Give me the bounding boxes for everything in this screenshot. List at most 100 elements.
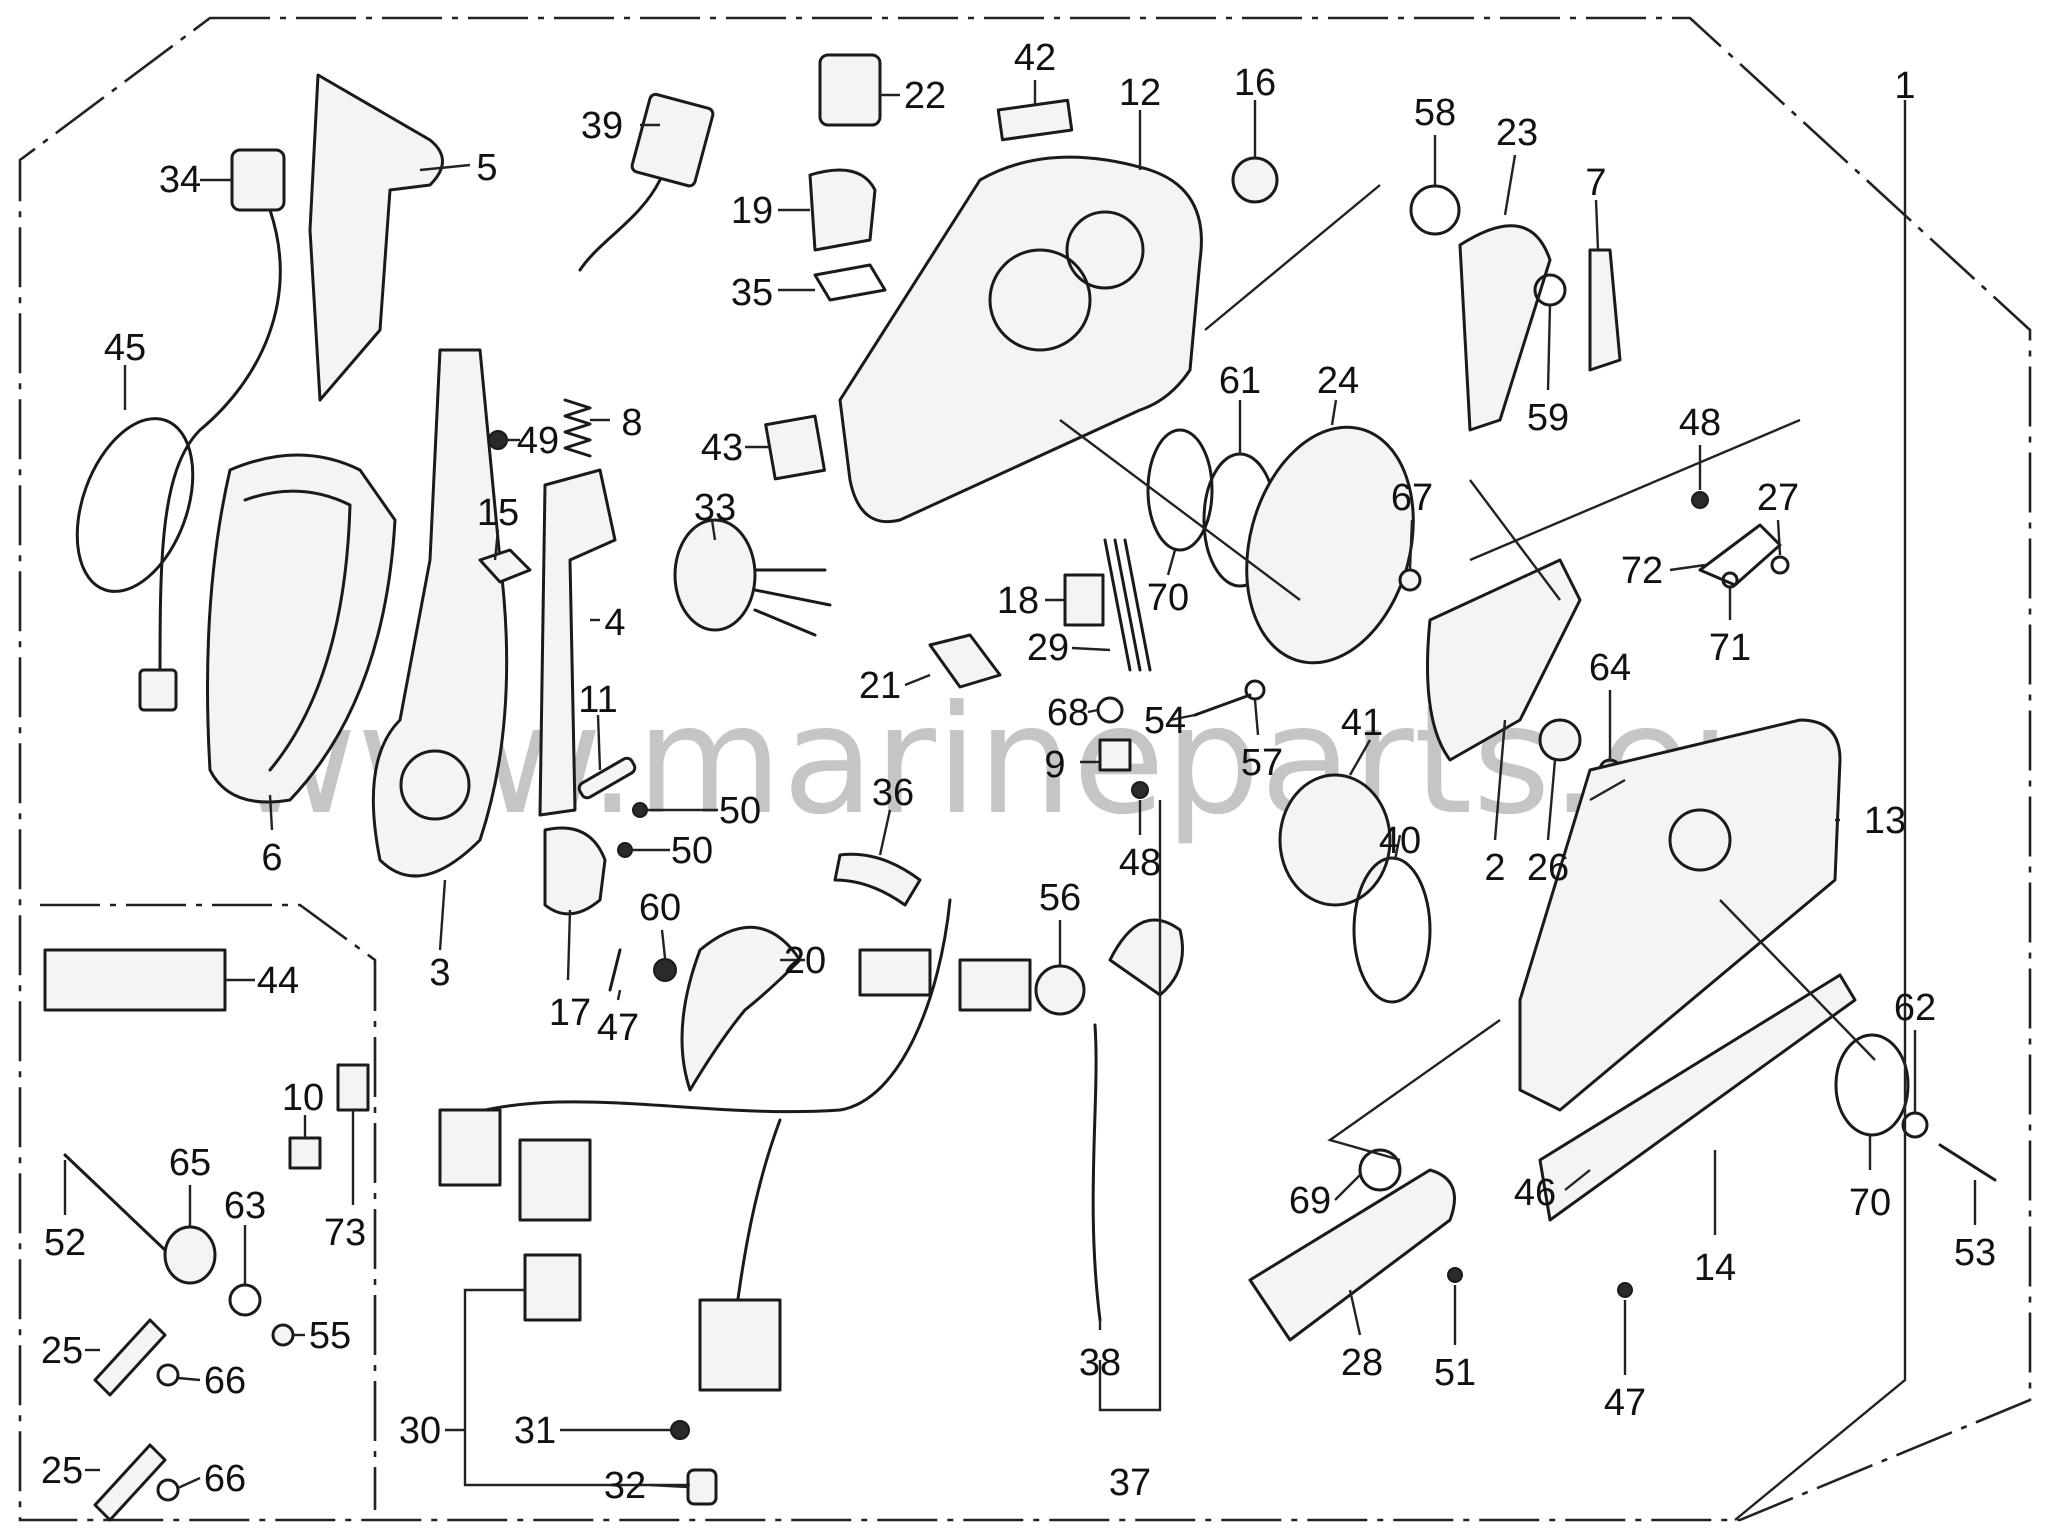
callout-32: 32 (604, 1465, 646, 1507)
callout-33: 33 (694, 487, 736, 529)
lock-unit-17 (543, 826, 607, 916)
callout-29: 29 (1027, 627, 1069, 669)
lever-arm-28 (1248, 1168, 1456, 1342)
gear-24 (1245, 425, 1415, 665)
leader-67 (1408, 519, 1414, 571)
clip-27 (1770, 555, 1790, 575)
callout-48-a: 48 (1119, 842, 1161, 884)
callout-56: 56 (1039, 877, 1081, 919)
assembly-frame (18, 16, 2032, 1522)
manual-44 (43, 948, 227, 1012)
callout-21: 21 (859, 665, 901, 707)
clip-15 (478, 548, 532, 584)
main-case-12-boss-b (1065, 210, 1145, 290)
kill-switch-37 (1108, 918, 1184, 997)
bolt-52 (63, 1153, 167, 1252)
callout-70-a: 70 (1147, 577, 1189, 619)
switch-34-connector (138, 668, 178, 712)
callout-7: 7 (1585, 162, 1606, 204)
screw-48-b (1691, 491, 1709, 509)
leader-70a (1166, 549, 1177, 576)
seal-70-a (1146, 428, 1214, 552)
callout-71: 71 (1709, 627, 1751, 669)
grip-36 (833, 852, 922, 907)
label-42 (996, 98, 1074, 142)
callout-3: 3 (429, 952, 450, 994)
callout-22: 22 (904, 75, 946, 117)
callout-46: 46 (1514, 1172, 1556, 1214)
callout-10: 10 (282, 1077, 324, 1119)
pin-31 (670, 1420, 690, 1440)
callout-39: 39 (581, 105, 623, 147)
leader-30 (445, 1288, 690, 1487)
harness-connector-a (438, 1108, 502, 1187)
callout-14: 14 (1694, 1247, 1736, 1289)
leader-47a (616, 989, 622, 1001)
callout-5: 5 (476, 147, 497, 189)
side-cover-13-boss (1668, 808, 1732, 872)
nut-55 (271, 1323, 295, 1347)
lever-arm-3 (371, 348, 509, 878)
callout-65: 65 (169, 1142, 211, 1184)
screw-47-a (608, 948, 622, 992)
harness-30 (448, 898, 952, 1122)
callout-61: 61 (1219, 360, 1261, 402)
callout-20: 20 (784, 940, 826, 982)
lanyard-38 (1091, 1023, 1102, 1322)
washer-63 (228, 1283, 262, 1317)
callout-47-a: 47 (597, 1007, 639, 1049)
callout-30: 30 (399, 1410, 441, 1452)
callout-24: 24 (1317, 360, 1359, 402)
callout-38: 38 (1079, 1342, 1121, 1384)
callout-12: 12 (1119, 72, 1161, 114)
harness-connector-c (698, 1298, 782, 1392)
callout-23: 23 (1496, 112, 1538, 154)
leader-2 (1493, 719, 1507, 841)
callout-53: 53 (1954, 1232, 1996, 1274)
callout-73: 73 (324, 1212, 366, 1254)
main-case-12 (838, 155, 1203, 524)
leader-1 (1734, 100, 1907, 1521)
module-39 (630, 92, 715, 188)
label-43 (764, 414, 826, 481)
callout-18: 18 (997, 580, 1039, 622)
callout-8: 8 (621, 402, 642, 444)
screw-51 (1447, 1267, 1463, 1283)
leader-36 (878, 809, 892, 856)
callout-55: 55 (309, 1315, 351, 1357)
leader-26 (1546, 759, 1557, 841)
clip-66-b (156, 1478, 180, 1502)
leader-11 (596, 714, 602, 771)
screw-50-a (632, 802, 648, 818)
leader-59 (1546, 304, 1552, 391)
leader-32 (649, 1483, 689, 1489)
callout-25-b: 25 (41, 1450, 83, 1492)
callout-58: 58 (1414, 92, 1456, 134)
callout-62: 62 (1894, 987, 1936, 1029)
plate-23 (1458, 224, 1552, 432)
leader-46 (1564, 1169, 1591, 1191)
shims-29 (1103, 538, 1152, 672)
leader-37 (1098, 800, 1162, 1412)
main-case-12-boss-a (988, 248, 1092, 352)
callout-66-a: 66 (204, 1360, 246, 1402)
callout-43: 43 (701, 427, 743, 469)
side-cover-13 (1518, 718, 1842, 1112)
nut-60 (653, 958, 677, 982)
bolt-54 (1193, 693, 1252, 717)
harness-connector-30 (523, 1253, 582, 1322)
callout-69: 69 (1289, 1180, 1331, 1222)
bushing-16 (1231, 156, 1279, 204)
seal-58 (1409, 184, 1461, 236)
link-2 (1426, 558, 1582, 762)
guide-lines-lower (1327, 1019, 1501, 1162)
callout-16: 16 (1234, 62, 1276, 104)
leader-68 (1087, 708, 1099, 714)
callout-34: 34 (159, 159, 201, 201)
callout-labels: 1 2 3 4 5 6 7 8 9 10 11 12 13 14 15 16 1… (41, 37, 1996, 1507)
callout-31: 31 (514, 1410, 556, 1452)
callout-11: 11 (578, 679, 617, 721)
callout-50-b: 50 (671, 830, 713, 872)
